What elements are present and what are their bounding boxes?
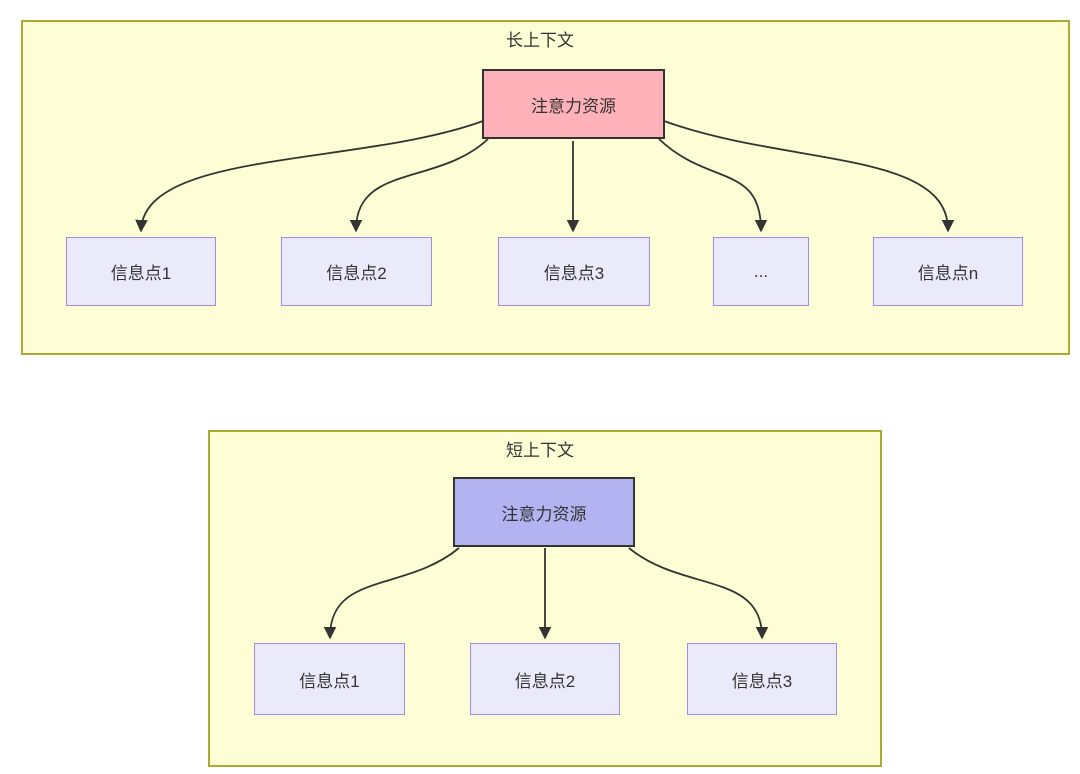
long-info-node-ellipsis: ... xyxy=(713,237,809,306)
long-info-node-1: 信息点1 xyxy=(66,237,216,306)
short-attention-resource-box: 注意力资源 xyxy=(453,477,635,547)
short-info-node-2: 信息点2 xyxy=(470,643,620,715)
long-attention-resource-box: 注意力资源 xyxy=(482,69,665,139)
long-info-node-3: 信息点3 xyxy=(498,237,650,306)
short-context-title: 短上下文 xyxy=(506,441,574,460)
short-info-node-3: 信息点3 xyxy=(687,643,837,715)
short-info-node-1: 信息点1 xyxy=(254,643,405,715)
long-context-title: 长上下文 xyxy=(506,31,574,50)
long-info-node-2: 信息点2 xyxy=(281,237,432,306)
long-info-node-n: 信息点n xyxy=(873,237,1023,306)
